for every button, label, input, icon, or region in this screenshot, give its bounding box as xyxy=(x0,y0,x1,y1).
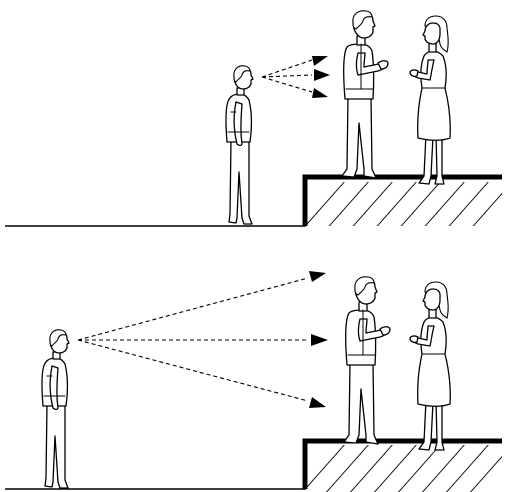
arrow-icon xyxy=(312,88,328,98)
panel-top xyxy=(5,10,502,227)
platform-hatching-top xyxy=(305,182,502,226)
arrow-icon xyxy=(309,271,326,282)
sight-lines-bottom xyxy=(77,271,328,408)
arrow-icon xyxy=(309,397,326,408)
platform-edge-bottom xyxy=(302,438,502,489)
man-figure-top xyxy=(341,10,389,179)
sight-lines-top xyxy=(261,56,330,98)
observer-figure-bottom xyxy=(41,329,70,489)
woman-figure-top xyxy=(409,15,451,185)
panel-bottom xyxy=(5,271,502,492)
observer-figure-top xyxy=(225,65,254,225)
man-figure-bottom xyxy=(343,276,391,445)
woman-figure-bottom xyxy=(409,281,451,451)
platform-hatching-bottom xyxy=(305,445,502,492)
arrow-icon xyxy=(311,334,328,346)
arrow-icon xyxy=(314,69,330,81)
platform-edge-top xyxy=(302,174,502,226)
arrow-icon xyxy=(312,56,328,66)
